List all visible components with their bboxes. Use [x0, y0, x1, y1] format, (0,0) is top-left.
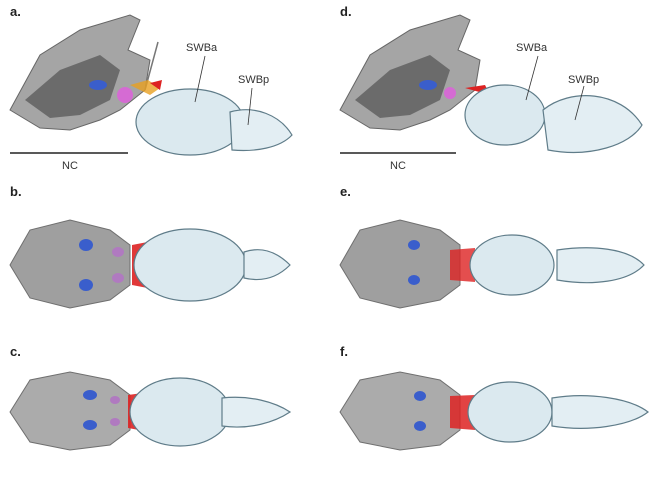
panel-label: f. [340, 344, 348, 359]
dorsal-view-illustration [339, 219, 645, 309]
panel-f: f. [330, 340, 660, 495]
label-swbp: SWBp [238, 74, 270, 86]
panel-label: b. [10, 184, 22, 199]
lateral-view-illustration [9, 14, 293, 156]
label-nc: NC [390, 160, 406, 172]
panel-c: c. [0, 340, 330, 495]
panel-label: e. [340, 184, 351, 199]
label-swba: SWBa [186, 42, 218, 54]
panel-b: b. [0, 180, 330, 335]
panel-label: a. [10, 4, 21, 19]
ventral-view-illustration [9, 371, 292, 451]
panel-d: d. SWBa SWBp NC [330, 0, 660, 172]
panel-a: a. SWBa SWBp NC [0, 0, 330, 172]
panel-label: c. [10, 344, 21, 359]
label-swba: SWBa [516, 42, 548, 54]
lateral-view-illustration [339, 14, 643, 154]
ventral-view-illustration [339, 371, 649, 451]
panel-label: d. [340, 4, 352, 19]
label-nc: NC [62, 160, 78, 172]
label-swbp: SWBp [568, 74, 600, 86]
panel-e: e. [330, 180, 660, 335]
dorsal-view-illustration [9, 219, 291, 309]
